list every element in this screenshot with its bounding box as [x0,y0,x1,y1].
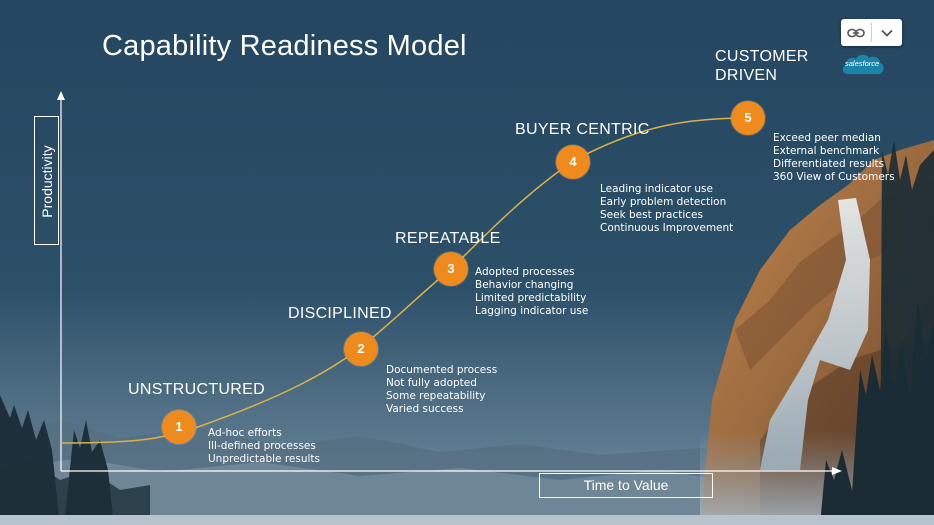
stage-desc-line: Documented process [386,364,498,376]
stage-desc-line: Lagging indicator use [475,305,589,317]
stage-desc-line: 360 View of Customers [773,171,895,183]
stage-desc-1: Ad-hoc efforts Ill-defined processes Unp… [208,427,320,466]
stage-desc-3: Adopted processes Behavior changing Limi… [475,266,588,318]
stage-marker-3: 3 [434,252,468,286]
link-button[interactable] [841,19,871,46]
stage-desc-line: Differentiated results [773,158,885,170]
stage-desc-line: Unpredictable results [208,453,321,465]
stage-title-line: DRIVEN [715,67,778,84]
stage-desc-line: Limited predictability [475,292,587,304]
stage-title-disciplined: DISCIPLINED [288,305,392,322]
stage-desc-line: Adopted processes [475,266,575,278]
stage-desc-line: Early problem detection [600,196,727,208]
stage-desc-line: External benchmark [773,145,880,157]
chevron-down-icon [881,29,893,37]
y-axis-arrow [57,91,65,100]
x-axis-arrow [832,467,842,475]
stage-marker-5: 5 [731,101,765,135]
salesforce-cloud-logo [842,54,884,74]
stage-desc-line: Varied success [386,403,464,415]
stage-desc-line: Behavior changing [475,279,574,291]
stage-marker-1: 1 [162,410,196,444]
menu-button[interactable] [872,19,902,46]
widget-divider [871,23,872,42]
stage-title-unstructured: UNSTRUCTURED [128,381,265,398]
y-axis-label: Productivity [39,145,55,218]
stage-desc-4: Leading indicator use Early problem dete… [600,183,733,235]
stage-desc-line: Seek best practices [600,209,703,221]
salesforce-logo-text: salesforce [845,59,880,68]
share-widget [841,19,902,46]
stage-marker-2: 2 [344,332,378,366]
stage-desc-line: Leading indicator use [600,183,713,195]
link-icon [847,28,865,37]
stage-marker-4: 4 [556,145,590,179]
x-axis-label: Time to Value [539,473,713,498]
stage-title-line: CUSTOMER [715,48,809,65]
stage-desc-line: Exceed peer median [773,132,881,144]
page-title: Capability Readiness Model [102,30,467,62]
stage-desc-5: Exceed peer median External benchmark Di… [773,132,895,184]
stage-desc-line: Ill-defined processes [208,440,316,452]
stage-desc-2: Documented process Not fully adopted Som… [386,364,497,416]
stage-desc-line: Not fully adopted [386,377,477,389]
stage-desc-line: Some repeatability [386,390,486,402]
stage-title-customer-driven: CUSTOMER DRIVEN [715,47,809,85]
stage-desc-line: Ad-hoc efforts [208,427,282,439]
stage-title-buyer-centric: BUYER CENTRIC [515,121,650,138]
y-axis-label-box: Productivity [34,116,59,245]
stage-title-repeatable: REPEATABLE [395,230,501,247]
stage-desc-line: Continuous Improvement [600,222,734,234]
